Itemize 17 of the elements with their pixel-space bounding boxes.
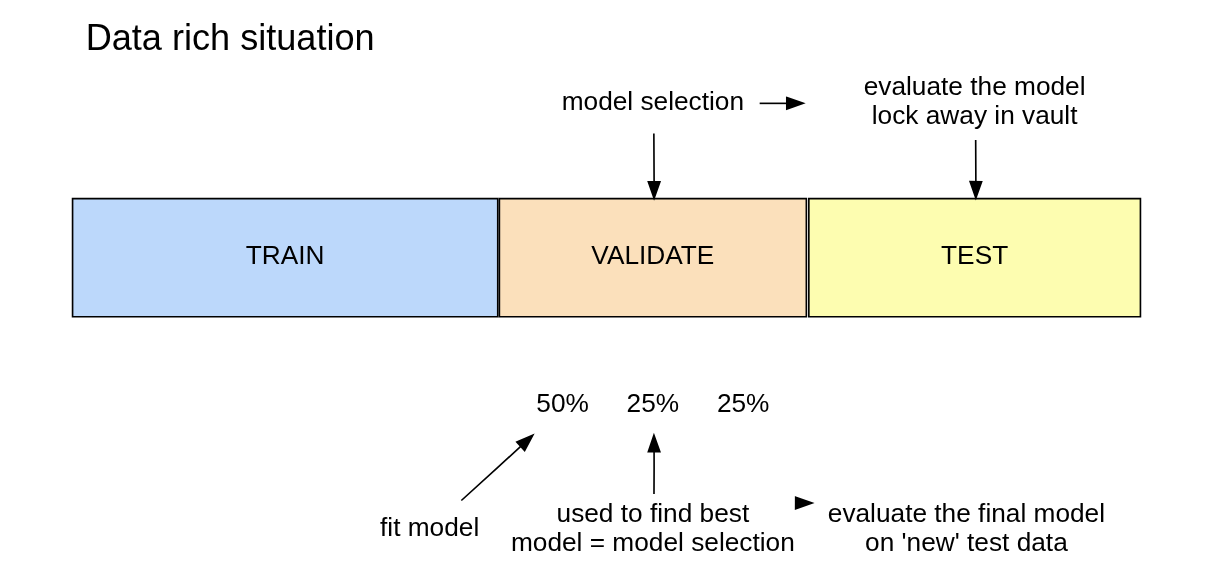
node-text: 25% — [626, 387, 680, 418]
node-text: 25% — [716, 387, 770, 418]
arrow — [460, 433, 535, 502]
node-box: TEST — [808, 197, 1142, 318]
node-text: evaluate the final model on 'new' test data — [827, 497, 1106, 558]
arrow — [968, 139, 983, 201]
node-text: fit model — [380, 512, 480, 543]
node-text: evaluate the model lock away in vault — [863, 70, 1086, 131]
node-text: used to find best model = model selection — [510, 497, 795, 558]
node-text: 50% — [536, 387, 589, 418]
diagram-title: Data rich situation — [85, 17, 375, 59]
arrow — [647, 132, 661, 201]
node-text: model selection — [561, 85, 745, 116]
arrow — [647, 432, 661, 495]
node-box: VALIDATE — [498, 197, 808, 318]
node-box: TRAIN — [71, 197, 499, 318]
arrow — [758, 96, 806, 111]
